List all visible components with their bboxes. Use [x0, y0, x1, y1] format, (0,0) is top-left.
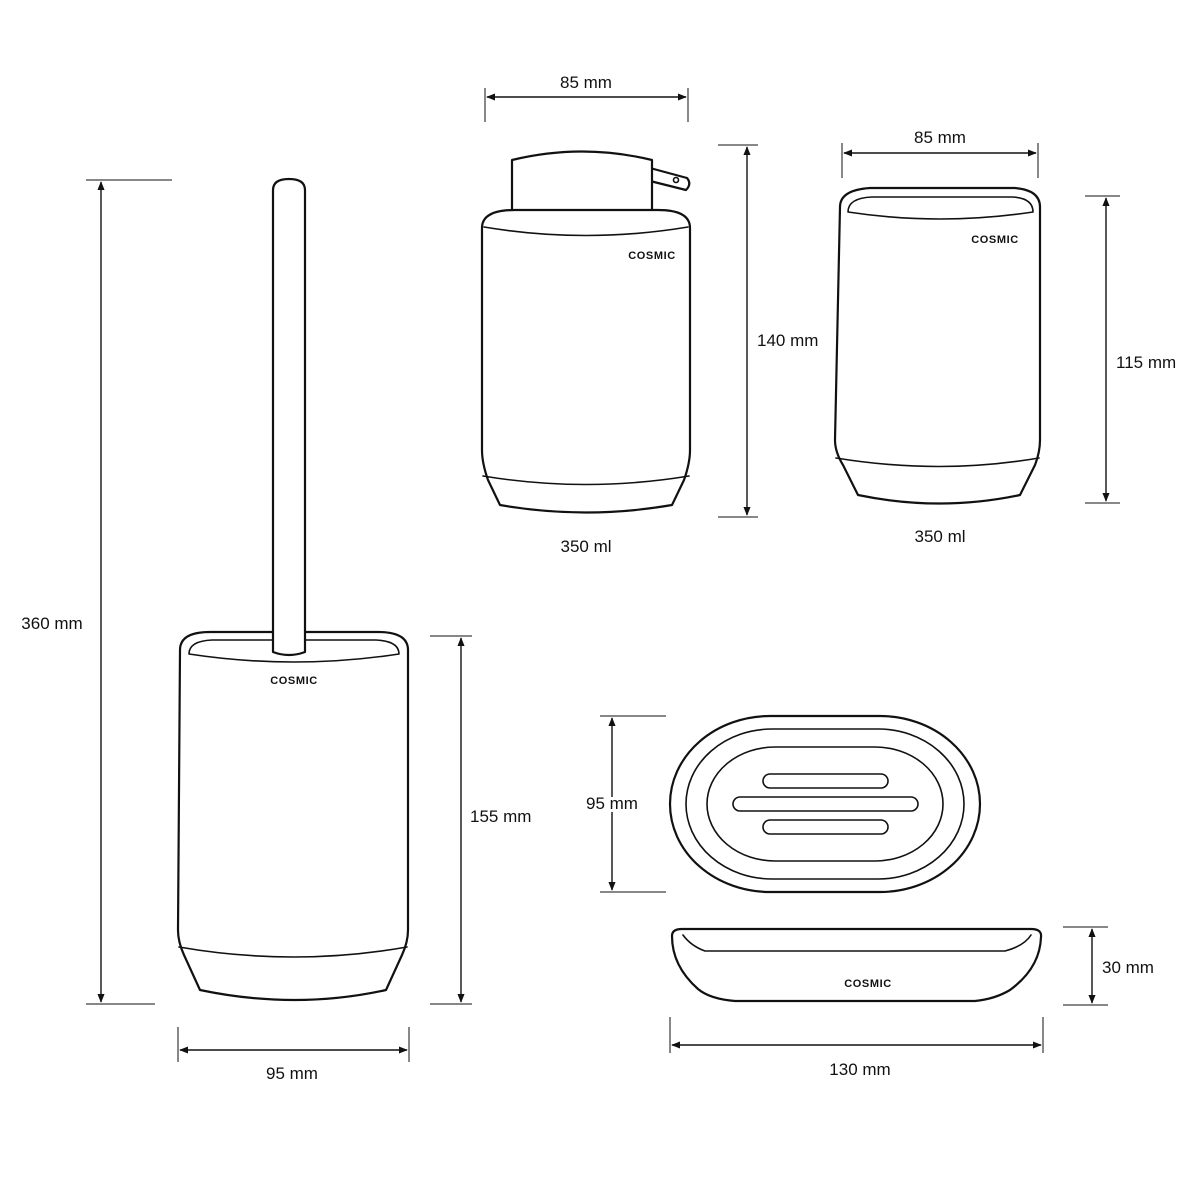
dispenser-width-label: 85 mm [560, 73, 612, 92]
tumbler-capacity-label: 350 ml [914, 527, 965, 546]
brush-brand-logo: COSMIC [270, 675, 318, 687]
tumbler-width-label: 85 mm [914, 128, 966, 147]
tumbler-base-line [835, 457, 1040, 468]
soap-dish-drain-slot-1 [762, 773, 889, 789]
brush-handle [271, 177, 307, 657]
toilet-brush: COSMIC 360 mm 155 mm 95 mm [21, 177, 531, 1083]
tumbler: COSMIC 85 mm 115 mm 350 ml [833, 128, 1176, 546]
soap-dish-brand-logo: COSMIC [844, 978, 892, 990]
dispenser-pump-head [510, 150, 654, 217]
dispenser-shoulder-line [483, 226, 689, 237]
soap-dish-top-outer [668, 714, 982, 894]
brush-holder-height-label: 155 mm [470, 807, 531, 826]
tumbler-rim-inner [847, 196, 1034, 220]
brush-width-label: 95 mm [266, 1064, 318, 1083]
soap-dish-depth-label: 95 mm [586, 794, 638, 813]
brush-holder-base-line [178, 946, 408, 958]
soap-dish-top-floor [706, 746, 944, 862]
dispenser-nozzle [648, 166, 691, 192]
tumbler-height-label: 115 mm [1116, 353, 1176, 372]
dispenser-brand-logo: COSMIC [628, 250, 676, 262]
tumbler-body [833, 186, 1042, 505]
brush-total-height-label: 360 mm [21, 614, 82, 633]
soap-dish-drain-slot-2 [732, 796, 919, 812]
soap-dish: 95 mm COSMIC 30 mm 130 mm [583, 714, 1154, 1079]
dispenser-body [480, 208, 692, 514]
soap-dish-top-rim [685, 728, 965, 880]
soap-dish-height-label: 30 mm [1102, 958, 1154, 977]
dispenser-base-line [482, 475, 690, 486]
soap-dish-side-inner-line [682, 934, 1032, 952]
soap-dish-side-view [670, 927, 1043, 1003]
soap-dispenser: COSMIC 85 mm 140 mm 350 ml [480, 73, 818, 556]
dispenser-capacity-label: 350 ml [560, 537, 611, 556]
dispenser-height-label: 140 mm [757, 331, 818, 350]
soap-dish-drain-slot-3 [762, 819, 889, 835]
nozzle-hole [672, 176, 680, 184]
soap-dish-width-label: 130 mm [829, 1060, 890, 1079]
tumbler-brand-logo: COSMIC [971, 234, 1019, 246]
brush-holder-body [176, 630, 410, 1002]
brush-holder-rim-inner [188, 639, 400, 663]
